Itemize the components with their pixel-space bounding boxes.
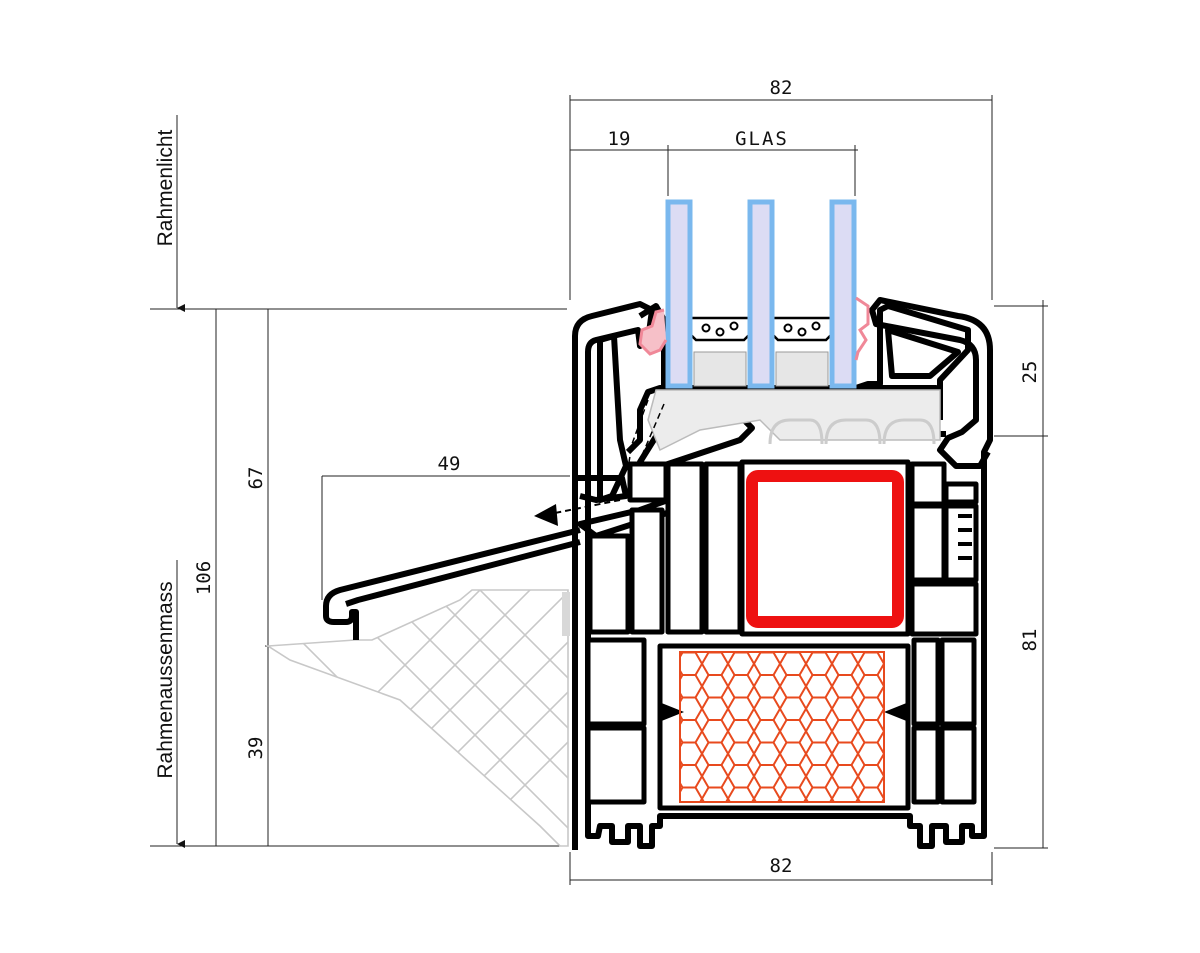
drain-arrow-icon xyxy=(534,504,558,526)
glass-pane-2 xyxy=(747,199,775,389)
gaskets xyxy=(638,296,870,361)
label-glas: GLAS xyxy=(735,128,789,150)
steel-reinforcement xyxy=(746,470,904,628)
dim-top-width: 82 xyxy=(770,77,793,99)
dim-left-total: 106 xyxy=(193,561,215,595)
glass-panes xyxy=(665,199,857,389)
label-rahmenaussenmass: Rahmenaussenmass xyxy=(154,581,177,778)
glass-pane-1 xyxy=(665,199,693,389)
dim-right-lower: 81 xyxy=(1019,629,1041,652)
insulation-foam xyxy=(679,651,885,803)
dim-left-lower: 39 xyxy=(245,737,267,760)
dim-glass-inset: 19 xyxy=(608,128,631,150)
dim-right-upper: 25 xyxy=(1019,361,1041,384)
label-rahmenlicht: Rahmenlicht xyxy=(154,129,177,246)
dim-bottom-width: 82 xyxy=(770,855,793,877)
dimension-labels: 82 19 GLAS 82 49 25 81 106 67 39 Rahmenl… xyxy=(154,77,1041,877)
dim-left-upper: 67 xyxy=(245,467,267,490)
glass-pane-3 xyxy=(829,199,857,389)
dim-sill-projection: 49 xyxy=(438,453,461,475)
glazing-seat xyxy=(627,389,941,469)
dimension-lines xyxy=(150,95,1048,885)
